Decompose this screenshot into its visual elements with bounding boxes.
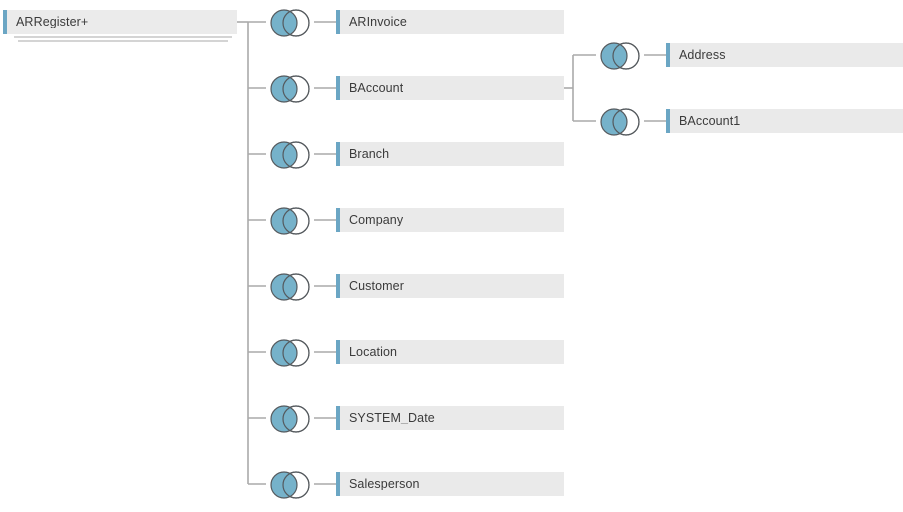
join-node-location[interactable]: Location [336,340,564,364]
node-table-label: Location [349,345,398,359]
node-table-label: Customer [349,279,404,293]
node-accent-bar [666,109,670,133]
node-accent-bar [336,208,340,232]
left-join-icon[interactable] [266,140,314,170]
join-node-branch[interactable]: Branch [336,142,564,166]
join-node-baccount1[interactable]: BAccount1 [666,109,903,133]
node-table-label: BAccount [349,81,404,95]
node-accent-bar [336,10,340,34]
left-join-icon[interactable] [266,74,314,104]
node-table-label: SYSTEM_Date [349,411,435,425]
node-table-label: Salesperson [349,477,420,491]
left-join-icon[interactable] [266,206,314,236]
node-accent-bar [666,43,670,67]
join-node-system-date[interactable]: SYSTEM_Date [336,406,564,430]
root-table-label: ARRegister+ [16,15,89,29]
left-join-icon[interactable] [266,338,314,368]
node-accent-bar [336,274,340,298]
join-node-address[interactable]: Address [666,43,903,67]
root-accent-bar [3,10,7,34]
root-stack-line-2 [18,40,228,42]
left-join-icon[interactable] [596,41,644,71]
node-accent-bar [336,472,340,496]
node-accent-bar [336,340,340,364]
left-join-icon[interactable] [266,8,314,38]
node-table-label: Branch [349,147,390,161]
root-table-node[interactable]: ARRegister+ [3,10,237,34]
node-table-label: ARInvoice [349,15,407,29]
join-node-salesperson[interactable]: Salesperson [336,472,564,496]
join-node-arinvoice[interactable]: ARInvoice [336,10,564,34]
left-join-icon[interactable] [266,404,314,434]
left-join-icon[interactable] [596,107,644,137]
node-accent-bar [336,406,340,430]
join-node-company[interactable]: Company [336,208,564,232]
node-table-label: Address [679,48,726,62]
node-table-label: BAccount1 [679,114,741,128]
node-accent-bar [336,76,340,100]
join-node-customer[interactable]: Customer [336,274,564,298]
root-stack-line-1 [14,36,232,38]
left-join-icon[interactable] [266,470,314,500]
node-accent-bar [336,142,340,166]
join-node-baccount[interactable]: BAccount [336,76,564,100]
left-join-icon[interactable] [266,272,314,302]
node-table-label: Company [349,213,404,227]
